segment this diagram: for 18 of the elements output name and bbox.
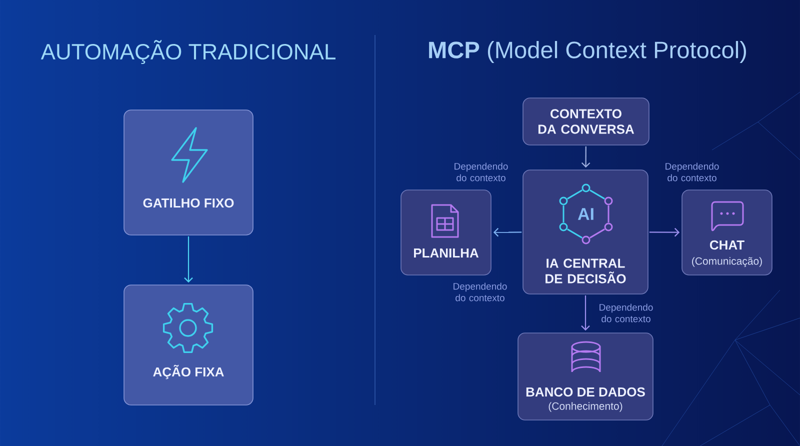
heading: AUTOMAÇÃO TRADICIONAL	[40, 40, 336, 64]
arrow	[581, 295, 590, 331]
node-box: BANCO DE DADOS (Conhecimento)	[518, 332, 654, 420]
node-box: PLANILHA	[400, 190, 492, 276]
arrow	[184, 236, 193, 283]
heading: MCP (Model Context Protocol)	[429, 41, 746, 63]
arrow	[493, 228, 522, 237]
node-box: CHAT (Comunicação)	[682, 190, 772, 276]
arrow	[649, 228, 680, 237]
icon-letters: AI	[578, 208, 594, 220]
annotation: Dependendo do contexto	[454, 282, 507, 302]
edge-label: Dependendo do contexto	[600, 304, 653, 322]
node-box: GATILHO FIXO	[124, 110, 254, 236]
node-box: AÇÃO FIXA	[124, 284, 254, 406]
annotation: Dependendo do contexto	[666, 162, 719, 182]
node-box: CONTEXTO DA CONVERSA	[522, 98, 650, 146]
annotation: Dependendo do contexto	[454, 162, 508, 182]
arrow	[581, 146, 590, 168]
